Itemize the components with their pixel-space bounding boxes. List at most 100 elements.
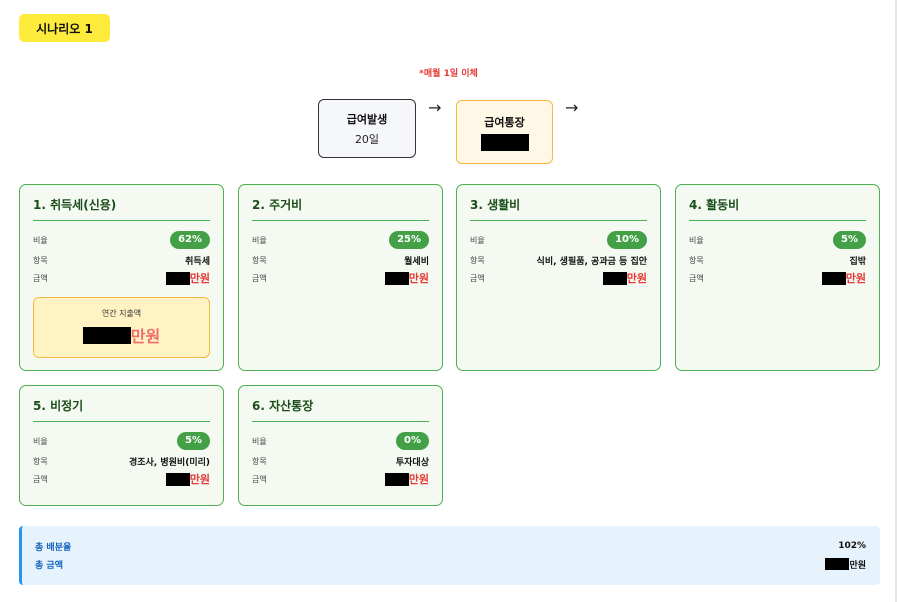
amount-row: 금액 만원 [33, 470, 210, 488]
redacted-amount [825, 558, 850, 570]
card-title: 2. 주거비 [252, 185, 429, 221]
ratio-badge: 0% [396, 432, 429, 450]
total-ratio-label: 총 배분율 [35, 542, 72, 553]
amount-row: 금액 만원 [470, 269, 647, 287]
ratio-label: 비율 [689, 235, 704, 245]
ratio-badge: 5% [833, 231, 866, 249]
budget-card-6: 6. 자산통장 비율 0% 항목 투자대상 금액 만원 [238, 385, 443, 506]
item-label: 항목 [252, 255, 267, 265]
summary-panel: 총 배분율 102% 총 금액 만원 [19, 526, 880, 585]
amount-value: 만원 [821, 270, 866, 286]
item-row: 항목 취득세 [33, 251, 210, 269]
card-title: 5. 비정기 [33, 386, 210, 422]
item-label: 항목 [33, 255, 48, 265]
amount-value: 만원 [165, 270, 210, 286]
amount-unit: 만원 [408, 473, 429, 486]
amount-row: 금액 만원 [689, 269, 866, 287]
amount-value: 만원 [602, 270, 647, 286]
amount-label: 금액 [33, 273, 48, 283]
scenario-badge: 시나리오 1 [19, 14, 110, 42]
item-row: 항목 월세비 [252, 251, 429, 269]
ratio-row: 비율 5% [33, 430, 210, 452]
flow-account-box: 급여통장 [456, 100, 553, 164]
item-row: 항목 경조사, 병원비(미리) [33, 452, 210, 470]
ratio-row: 비율 0% [252, 430, 429, 452]
amount-unit: 만원 [626, 272, 647, 285]
annual-expense-box: 연간 지출액 만원 [33, 297, 210, 358]
ratio-badge: 62% [170, 231, 210, 249]
scrollbar-track[interactable] [895, 0, 897, 602]
budget-card-1: 1. 취득세(신용) 비율 62% 항목 취득세 금액 만원 연간 지출액 만원 [19, 184, 224, 371]
ratio-label: 비율 [470, 235, 485, 245]
item-value: 취득세 [185, 256, 210, 267]
item-row: 항목 식비, 생필품, 공과금 등 집안 [470, 251, 647, 269]
amount-unit: 만원 [189, 473, 210, 486]
amount-label: 금액 [470, 273, 485, 283]
flow-salary-box: 급여발생 20일 [318, 99, 416, 158]
redacted-amount [602, 271, 627, 285]
total-amount-unit: 만원 [849, 560, 866, 571]
redacted-amount [384, 271, 409, 285]
card-title: 4. 활동비 [689, 185, 866, 221]
arrow-right-icon: → [565, 98, 579, 117]
ratio-badge: 5% [177, 432, 210, 450]
ratio-label: 비율 [252, 235, 267, 245]
amount-label: 금액 [689, 273, 704, 283]
total-ratio-row: 총 배분율 102% [35, 537, 866, 555]
amount-value: 만원 [384, 471, 429, 487]
card-title: 3. 생활비 [470, 185, 647, 221]
annual-expense-label: 연간 지출액 [101, 309, 142, 318]
total-amount-label: 총 금액 [35, 560, 63, 571]
redacted-amount [384, 472, 409, 486]
ratio-badge: 10% [607, 231, 647, 249]
redacted-amount [165, 472, 190, 486]
ratio-label: 비율 [33, 436, 48, 446]
item-value: 투자대상 [395, 457, 429, 468]
item-value: 월세비 [404, 256, 429, 267]
item-label: 항목 [470, 255, 485, 265]
amount-value: 만원 [165, 471, 210, 487]
ratio-row: 비율 10% [470, 229, 647, 251]
total-ratio-value: 102% [838, 541, 866, 551]
ratio-row: 비율 62% [33, 229, 210, 251]
budget-card-2: 2. 주거비 비율 25% 항목 월세비 금액 만원 [238, 184, 443, 371]
item-label: 항목 [252, 456, 267, 466]
amount-label: 금액 [33, 474, 48, 484]
item-label: 항목 [33, 456, 48, 466]
annual-expense-unit: 만원 [130, 327, 161, 346]
redacted-amount [480, 133, 529, 151]
ratio-badge: 25% [389, 231, 429, 249]
item-value: 식비, 생필품, 공과금 등 집안 [536, 256, 647, 267]
amount-unit: 만원 [189, 272, 210, 285]
item-row: 항목 투자대상 [252, 452, 429, 470]
budget-card-3: 3. 생활비 비율 10% 항목 식비, 생필품, 공과금 등 집안 금액 만원 [456, 184, 661, 371]
amount-row: 금액 만원 [252, 269, 429, 287]
flow-salary-title: 급여발생 [346, 112, 388, 126]
total-amount-value: 만원 [825, 558, 866, 571]
amount-unit: 만원 [845, 272, 866, 285]
budget-card-5: 5. 비정기 비율 5% 항목 경조사, 병원비(미리) 금액 만원 [19, 385, 224, 506]
budget-card-4: 4. 활동비 비율 5% 항목 집밖 금액 만원 [675, 184, 880, 371]
item-row: 항목 집밖 [689, 251, 866, 269]
item-label: 항목 [689, 255, 704, 265]
flow-salary-date: 20일 [354, 132, 380, 146]
ratio-row: 비율 5% [689, 229, 866, 251]
redacted-amount [821, 271, 846, 285]
amount-row: 금액 만원 [33, 269, 210, 287]
amount-label: 금액 [252, 273, 267, 283]
redacted-amount [82, 326, 131, 344]
ratio-label: 비율 [33, 235, 48, 245]
flow-account-title: 급여통장 [484, 115, 525, 129]
item-value: 집밖 [849, 256, 866, 267]
amount-label: 금액 [252, 474, 267, 484]
card-title: 6. 자산통장 [252, 386, 429, 422]
total-amount-row: 총 금액 만원 [35, 555, 866, 573]
item-value: 경조사, 병원비(미리) [128, 457, 210, 468]
ratio-label: 비율 [252, 436, 267, 446]
redacted-amount [165, 271, 190, 285]
transfer-note: *매월 1일 이체 [419, 69, 478, 79]
ratio-row: 비율 25% [252, 229, 429, 251]
arrow-right-icon: → [428, 98, 442, 117]
amount-value: 만원 [384, 270, 429, 286]
amount-unit: 만원 [408, 272, 429, 285]
